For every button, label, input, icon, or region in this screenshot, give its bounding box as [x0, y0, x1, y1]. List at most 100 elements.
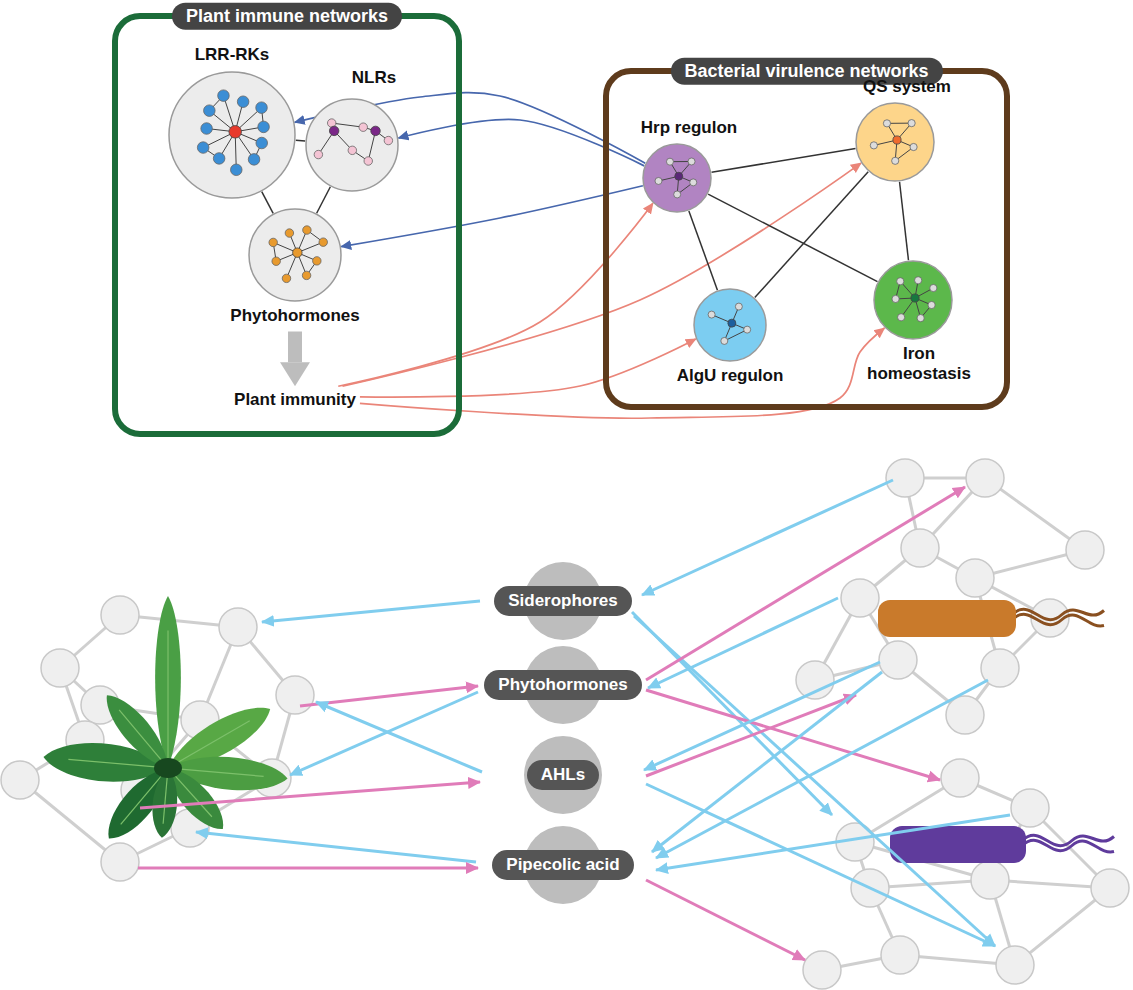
module-network: [855, 102, 935, 182]
module-member: [930, 284, 937, 291]
molecule-name: Phytohormones: [498, 675, 627, 694]
network-node: [971, 861, 1009, 899]
flagellum: [1012, 614, 1104, 626]
bacterium: [890, 826, 1114, 863]
exchange-arrow: [316, 702, 482, 772]
connector: [317, 187, 331, 214]
module-circle: AlgU regulon: [693, 288, 767, 362]
module-hub: [911, 294, 919, 302]
module-member: [928, 301, 935, 308]
module-member: [744, 326, 751, 333]
network-node: [1066, 531, 1104, 569]
module-member: [282, 274, 290, 282]
module-member: [237, 96, 249, 108]
module-member: [892, 157, 899, 164]
module-member: [897, 278, 904, 285]
network-node: [276, 676, 314, 714]
network-node: [879, 641, 917, 679]
network-node: [946, 696, 984, 734]
module-network: [693, 288, 767, 362]
exchange-arrow: [656, 680, 988, 858]
module-network: [248, 208, 342, 302]
module-circle: Phytohormones: [248, 208, 342, 302]
module-member: [721, 337, 728, 344]
network: [796, 459, 1104, 734]
module-member: [258, 121, 270, 133]
module-network: [168, 71, 296, 199]
module-member: [364, 157, 372, 165]
leaf-vein: [163, 772, 168, 824]
module-circle: Iron homeostasis: [873, 260, 953, 340]
module-hub: [893, 136, 901, 144]
connector: [262, 192, 273, 214]
network-node: [941, 759, 979, 797]
module-name: Iron homeostasis: [864, 344, 974, 383]
module-hub: [675, 172, 683, 180]
network-panel: Plant immune networksLRR-RKsNLRsPhytohor…: [112, 13, 462, 437]
exchange-arrow: [646, 690, 940, 780]
module-member: [359, 123, 367, 131]
module-member: [313, 257, 321, 265]
module-member: [917, 315, 924, 322]
module-member: [256, 102, 268, 114]
module-hub: [329, 126, 338, 135]
connector: [288, 332, 302, 363]
exchange-arrow: [652, 672, 882, 852]
network-node: [803, 951, 841, 989]
module-member: [688, 158, 695, 165]
exchange-arrow: [196, 832, 476, 862]
exchange-arrow: [646, 487, 965, 680]
module-name: AlgU regulon: [677, 366, 784, 386]
module-member: [285, 229, 293, 237]
bacterium: [878, 600, 1104, 637]
module-outline: [169, 72, 295, 198]
module-member: [735, 303, 742, 310]
connector: [689, 211, 718, 290]
network-node: [886, 459, 924, 497]
module-name: Phytohormones: [230, 306, 359, 326]
molecule-pill: Phytohormones: [484, 670, 641, 700]
network-node: [996, 946, 1034, 984]
network-node: [219, 608, 257, 646]
outcome-text: Plant immunity: [234, 390, 356, 409]
module-name: NLRs: [352, 68, 396, 88]
exchange-arrow: [656, 815, 1010, 870]
module-circle: QS system: [855, 102, 935, 182]
module-name: QS system: [863, 77, 951, 97]
module-hub: [293, 248, 302, 257]
module-member: [915, 277, 922, 284]
module-hub: [371, 126, 380, 135]
molecule-pill: Siderophores: [494, 586, 632, 616]
network: [803, 759, 1129, 989]
leaf-vein: [68, 759, 164, 767]
module-network: [642, 143, 712, 213]
module-member: [674, 191, 681, 198]
molecule-pill: AHLs: [527, 760, 599, 790]
plant-illustration: [42, 596, 289, 848]
connector: [360, 339, 696, 397]
module-member: [256, 137, 268, 149]
module-member: [690, 179, 697, 186]
module-member: [883, 120, 890, 127]
module-hub: [728, 319, 736, 327]
module-member: [314, 150, 322, 158]
exchange-arrow: [634, 616, 995, 946]
module-member: [910, 143, 917, 150]
network-node: [841, 579, 879, 617]
module-member: [898, 314, 905, 321]
flagellum: [1022, 840, 1114, 852]
network-node: [901, 529, 939, 567]
exchange-arrow: [648, 598, 838, 688]
molecule-name: AHLs: [541, 765, 585, 784]
molecule-disc: [524, 736, 602, 814]
outcome-label: Plant immunity: [234, 390, 356, 410]
connector: [712, 149, 856, 173]
molecule-pill: Pipecolic acid: [492, 850, 633, 880]
module-name: LRR-RKs: [195, 45, 270, 65]
module-outline: [856, 103, 934, 181]
module-outline: [643, 144, 711, 212]
module-member: [231, 164, 243, 176]
network-node: [41, 649, 79, 687]
network-node: [966, 459, 1004, 497]
